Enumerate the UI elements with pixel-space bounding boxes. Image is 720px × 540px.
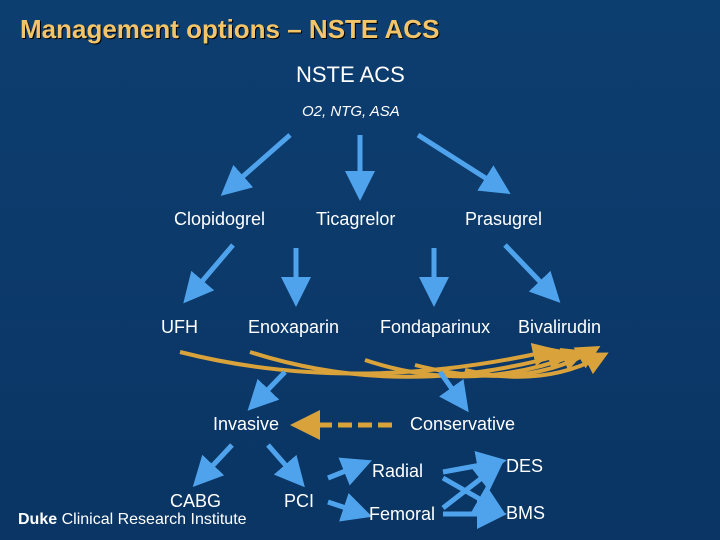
label-des: DES <box>506 456 544 476</box>
arrow-to-ufh <box>183 243 235 304</box>
label-cabg: CABG <box>170 491 222 511</box>
label-fondaparinux: Fondaparinux <box>380 317 491 337</box>
label-pci: PCI <box>284 491 315 511</box>
label-radial: Radial <box>372 461 424 481</box>
arrow-to-clopidogrel <box>220 133 292 196</box>
arrow-to-bivalirudin <box>503 243 561 303</box>
logo-bold: Duke <box>18 511 58 528</box>
arrow-to-conservative <box>437 370 469 413</box>
label-clopidogrel: Clopidogrel <box>174 209 266 229</box>
duke-logo: Duke Clinical Research Institute <box>18 511 247 529</box>
label-bivalirudin: Bivalirudin <box>518 317 602 337</box>
label-femoral: Femoral <box>369 504 436 524</box>
arrow-to-invasive <box>247 370 287 411</box>
arrow-femoral-to-des <box>441 460 504 510</box>
arc-gold-2 <box>249 346 572 379</box>
label-nste-acs: NSTE ACS <box>296 62 405 87</box>
slide-title: Management options – NSTE ACS <box>20 14 440 44</box>
arrow-to-femoral <box>327 493 373 522</box>
label-ufh: UFH <box>161 317 198 337</box>
label-conservative: Conservative <box>410 414 516 434</box>
arrow-to-prasugrel <box>416 132 511 195</box>
label-prasugrel: Prasugrel <box>465 209 543 229</box>
label-bms: BMS <box>506 503 546 523</box>
label-enoxaparin: Enoxaparin <box>248 317 340 337</box>
label-initial-therapy: O2, NTG, ASA <box>302 103 400 120</box>
arrow-to-pci <box>266 443 305 488</box>
arrow-to-radial <box>327 457 372 486</box>
arrow-to-cabg <box>192 443 234 487</box>
label-invasive: Invasive <box>213 414 280 434</box>
arrow-radial-to-des <box>442 450 507 481</box>
label-ticagrelor: Ticagrelor <box>316 209 396 229</box>
arc-gold-5 <box>464 352 609 379</box>
logo-text: Clinical Research Institute <box>61 511 247 528</box>
